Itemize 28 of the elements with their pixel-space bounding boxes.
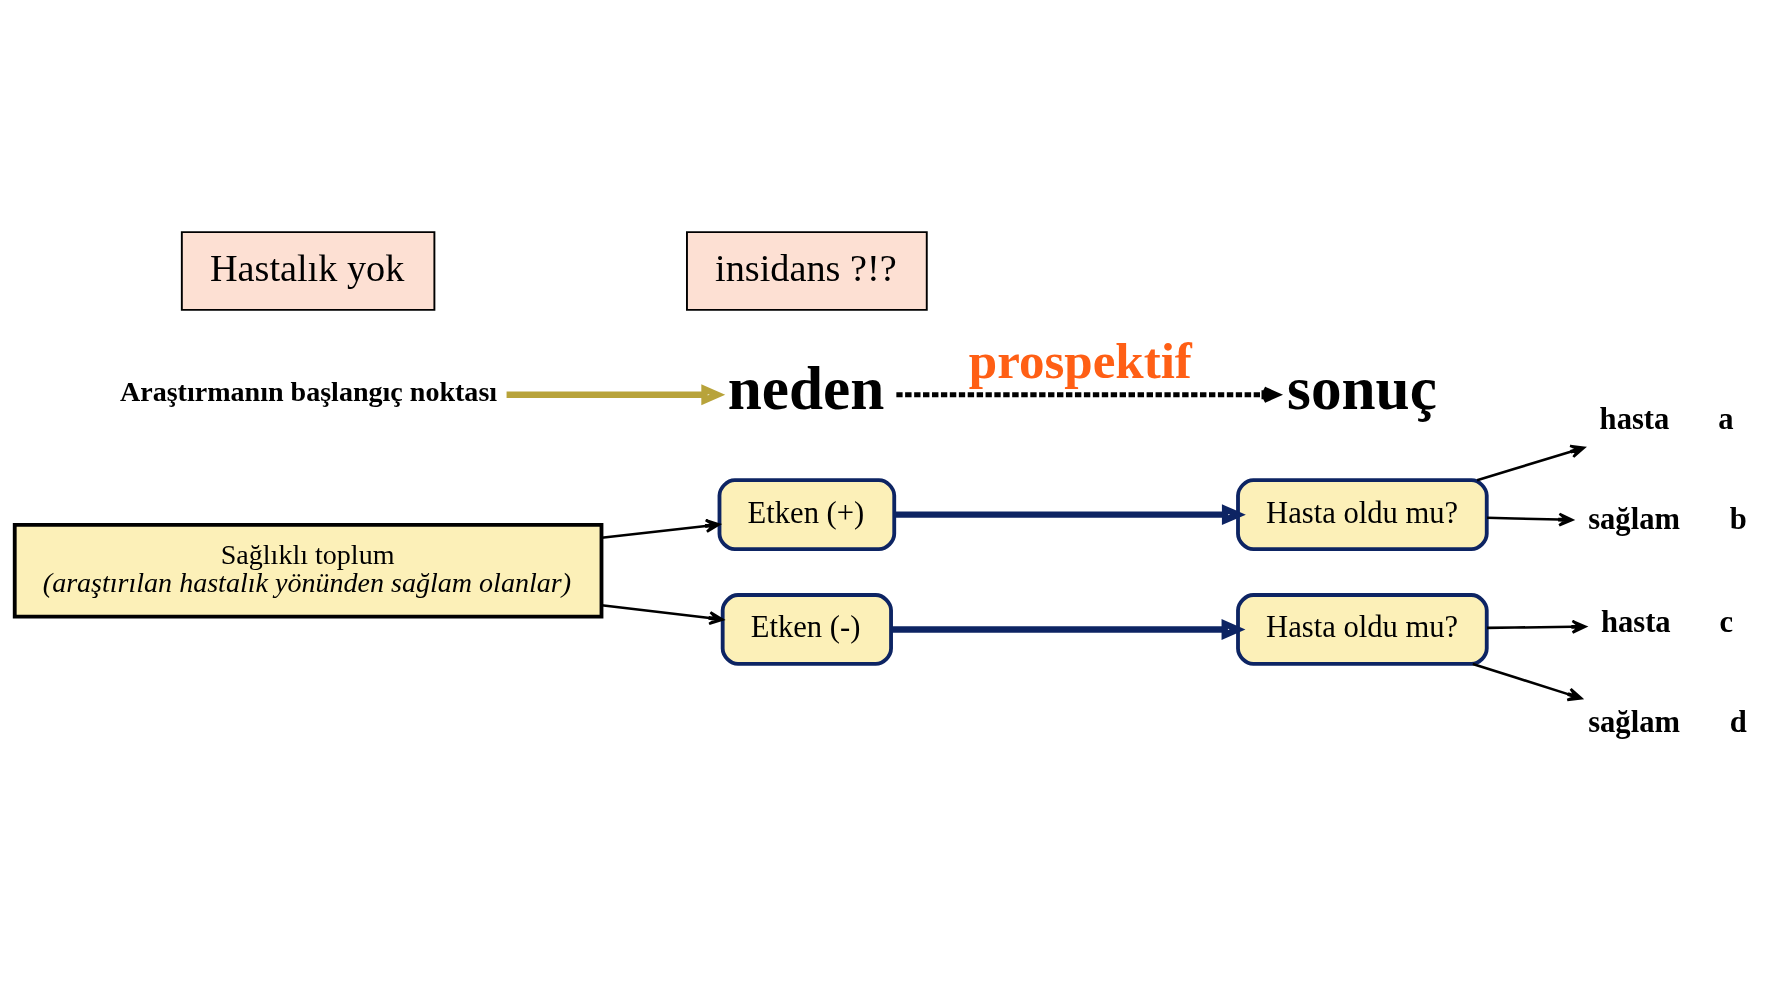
node-label: c xyxy=(1719,604,1734,639)
node-text: neden xyxy=(727,353,885,422)
node-label: d xyxy=(1729,704,1747,739)
arrow xyxy=(894,503,1246,525)
node-box: Hasta oldu mu? xyxy=(1236,592,1489,666)
node-text: sonuç xyxy=(1287,353,1437,422)
edge-label: prospektif xyxy=(968,332,1192,389)
node-label: b xyxy=(1729,501,1747,536)
arrow xyxy=(1476,444,1586,481)
node-text: sağlam xyxy=(1588,704,1680,739)
arrow xyxy=(1487,619,1587,634)
arrow xyxy=(601,603,724,625)
node-box: Sağlıklı toplum (araştırılan hastalık yönünden sağlam olanlar) xyxy=(12,522,604,619)
node-box: insidans ?!? xyxy=(686,230,928,311)
node-text: hasta xyxy=(1600,604,1671,639)
arrow xyxy=(601,518,721,539)
node-label: a xyxy=(1718,401,1734,436)
node-text: sağlam xyxy=(1588,501,1680,536)
arrow xyxy=(506,383,726,405)
node-box: Hastalık yok xyxy=(180,230,436,311)
node-box: Hasta oldu mu? xyxy=(1236,477,1489,551)
node-box: Etken (+) xyxy=(717,477,897,551)
arrow xyxy=(891,618,1246,640)
arrow xyxy=(1472,662,1583,701)
node-text: Araştırmanın başlangıç noktası xyxy=(119,375,498,407)
node-box: Etken (-) xyxy=(720,592,893,666)
node-text: hasta xyxy=(1599,401,1670,436)
arrow xyxy=(1487,512,1574,527)
